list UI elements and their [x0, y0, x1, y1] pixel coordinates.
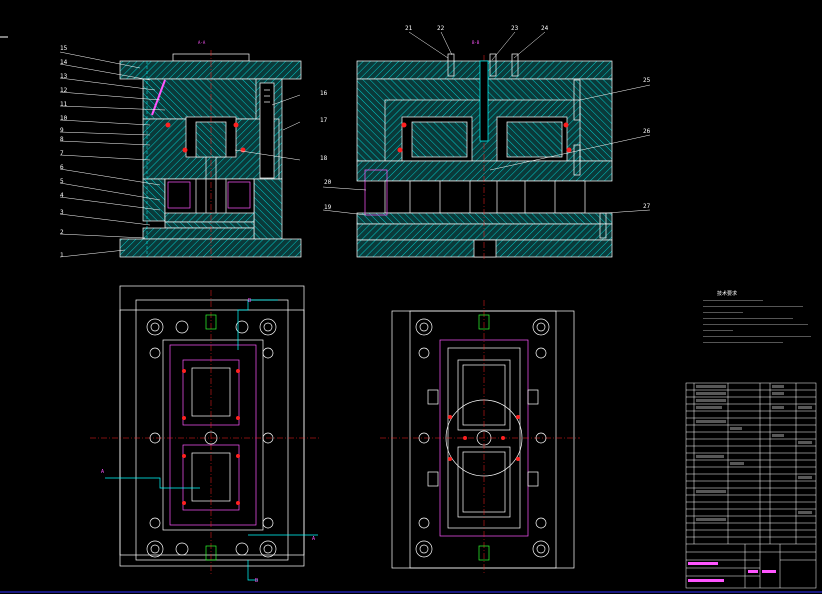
plan-view-right — [380, 300, 580, 575]
plan-mark-b2: B — [255, 578, 258, 584]
technical-notes: 技术要求 — [703, 291, 815, 343]
callout-26: 26 — [643, 128, 651, 135]
callout-11: 11 — [60, 101, 68, 108]
callout-23: 23 — [511, 25, 519, 32]
callout-19: 19 — [324, 204, 332, 211]
callout-25: 25 — [643, 77, 651, 84]
callout-17: 17 — [320, 117, 328, 124]
callout-20: 20 — [324, 179, 332, 186]
callout-22: 22 — [437, 25, 445, 32]
drawing-frame — [0, 36, 822, 593]
title-block-magenta — [688, 562, 776, 582]
plan-view-left-bolts — [182, 369, 240, 505]
callout-24: 24 — [541, 25, 549, 32]
callout-16: 16 — [320, 90, 328, 97]
callout-13: 13 — [60, 73, 68, 80]
callout-12: 12 — [60, 87, 68, 94]
right-view-leaders — [322, 31, 651, 216]
callout-7: 7 — [60, 150, 64, 157]
section-title-left: A-A — [198, 40, 206, 45]
plan-mark-b1: B — [248, 298, 251, 304]
section-title-right: B-B — [472, 40, 480, 45]
callout-1: 1 — [60, 252, 64, 259]
callout-3: 3 — [60, 209, 64, 216]
plan-view-left — [90, 285, 320, 581]
callout-21: 21 — [405, 25, 413, 32]
callout-15: 15 — [60, 45, 68, 52]
plan-mark-a1: A — [101, 469, 104, 475]
callout-5: 5 — [60, 178, 64, 185]
callout-18: 18 — [320, 155, 328, 162]
plan-mark-a2: A — [312, 536, 315, 542]
callout-2: 2 — [60, 229, 64, 236]
callout-10: 10 — [60, 115, 68, 122]
callout-27: 27 — [643, 203, 651, 210]
callout-4: 4 — [60, 192, 64, 199]
section-view-right — [356, 53, 613, 260]
title-block-fills — [696, 385, 812, 521]
section-view-left — [119, 50, 302, 260]
plan-view-right-bolts — [448, 415, 520, 461]
callout-6: 6 — [60, 164, 64, 171]
callout-8: 8 — [60, 136, 64, 143]
title-block — [685, 382, 817, 589]
callout-14: 14 — [60, 59, 68, 66]
left-view-leaders — [59, 51, 301, 258]
technical-notes-title: 技术要求 — [717, 291, 738, 297]
callout-9: 9 — [60, 127, 64, 134]
